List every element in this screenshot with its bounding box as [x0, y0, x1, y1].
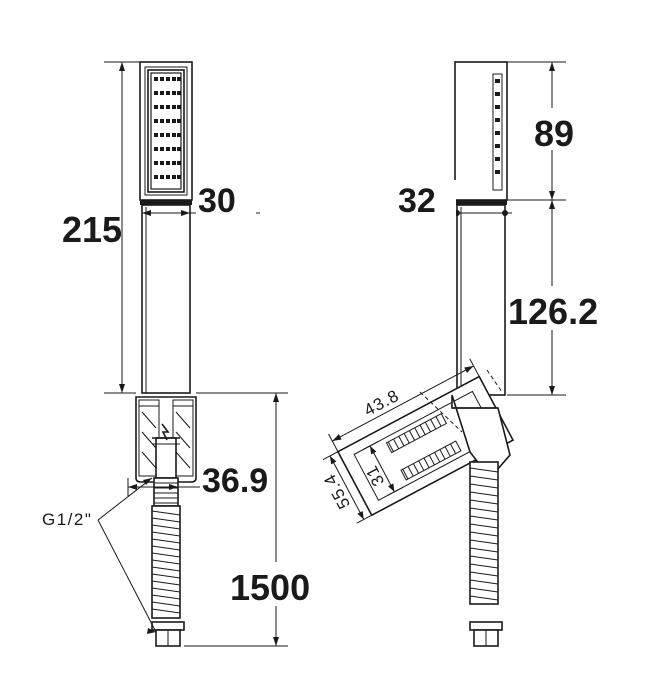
dimension-43-8: 43.8 — [328, 358, 481, 454]
dimension-32-label: 32 — [398, 182, 436, 220]
spray-nozzle-grid — [150, 72, 182, 190]
dimension-89-label: 89 — [534, 113, 574, 154]
dimension-126-2-label: 126.2 — [508, 291, 598, 332]
dimension-215: 215 — [60, 61, 140, 394]
thread-callout-label: G1/2" — [42, 510, 92, 529]
front-wall-bracket — [135, 396, 197, 483]
front-hose — [151, 477, 185, 647]
dimension-215-label: 215 — [62, 209, 122, 250]
dimension-1500: 1500 — [184, 392, 338, 647]
front-handshower-body — [139, 61, 193, 394]
thread-callout-g12: G1/2" — [42, 477, 157, 634]
side-handshower-body — [454, 61, 508, 396]
dimension-89: 89 — [507, 61, 596, 201]
side-view: 89 32 126.2 — [320, 61, 645, 647]
side-hose — [469, 461, 503, 647]
dimension-1500-label: 1500 — [230, 567, 310, 608]
dimension-36-9: 36.9 — [127, 455, 286, 500]
dimension-126-2: 126.2 — [506, 200, 645, 396]
dimension-30: 30 — [141, 180, 260, 222]
dimension-30-label: 30 — [198, 182, 236, 220]
front-view: 215 30 36.9 — [42, 61, 338, 647]
side-angled-bracket — [336, 369, 515, 517]
dimension-36-9-label: 36.9 — [202, 462, 268, 500]
dimension-32: 32 — [396, 180, 512, 222]
